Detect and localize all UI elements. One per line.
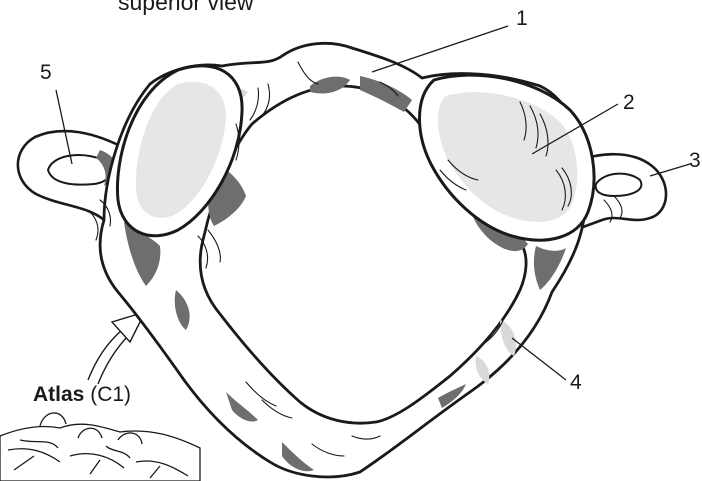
label-2: 2 xyxy=(623,92,635,113)
view-title: superior view xyxy=(118,0,254,14)
pointer-arrow xyxy=(88,312,145,384)
label-4: 4 xyxy=(570,372,582,393)
atlas-vertebra xyxy=(18,43,666,477)
label-5: 5 xyxy=(40,62,52,83)
leader-line-1 xyxy=(372,26,508,72)
right-transverse-foramen xyxy=(596,174,642,196)
atlas-level: (C1) xyxy=(90,383,131,406)
inset-spine-thumbnail xyxy=(0,413,200,481)
leader-line-4 xyxy=(512,338,566,380)
label-3: 3 xyxy=(689,150,701,171)
atlas-caption: Atlas (C1) xyxy=(33,384,131,405)
label-1: 1 xyxy=(516,8,528,29)
atlas-name: Atlas xyxy=(33,383,84,406)
